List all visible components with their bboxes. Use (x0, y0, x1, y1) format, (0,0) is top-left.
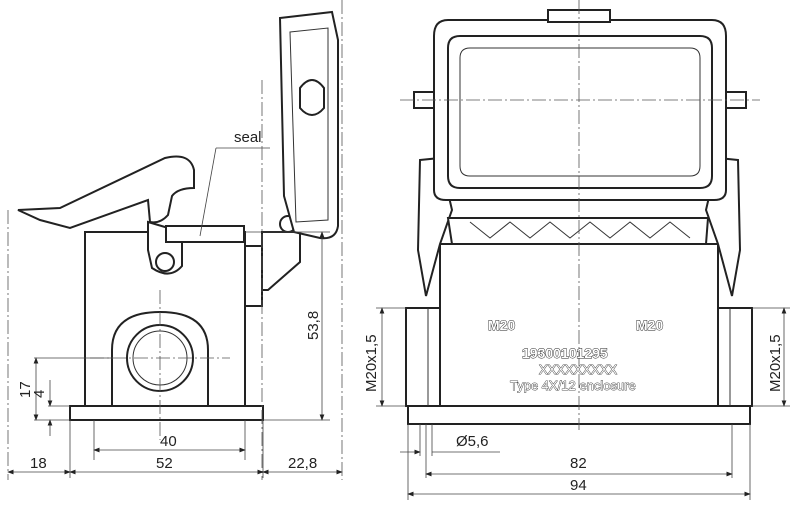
thread-dim-left: M20x1,5 (363, 334, 380, 392)
dim-offset-22-8: 22,8 (288, 455, 317, 472)
side-cover-latch (299, 79, 325, 116)
port-label-right: M20 (636, 317, 663, 333)
serial-mark: XXXXXXXXX (539, 362, 617, 377)
dim-width-82: 82 (570, 455, 587, 472)
side-view: seal 53,8 17 4 40 18 52 22,8 (7, 0, 343, 480)
part-number: 19300101295 (522, 345, 608, 361)
side-pivot-pin (155, 252, 175, 272)
seal-callout-label: seal (234, 129, 262, 146)
side-hinge-block (261, 231, 301, 291)
dim-width-52: 52 (156, 455, 173, 472)
side-cover-open (278, 10, 339, 240)
rating-mark: Type 4X/12 enclosure (510, 378, 636, 393)
front-view: M20 M20 19300101295 XXXXXXXXX Type 4X/12… (363, 0, 790, 500)
front-right-boss (717, 307, 753, 407)
port-label-left: M20 (488, 317, 515, 333)
thread-dim-right: M20x1,5 (767, 334, 784, 392)
side-base-foot (69, 405, 264, 421)
dim-height-total: 53,8 (305, 311, 322, 340)
side-locking-lever (17, 155, 195, 230)
dim-width-94: 94 (570, 477, 587, 494)
dim-height-4: 4 (31, 390, 48, 398)
dim-offset-18: 18 (30, 455, 47, 472)
dim-width-40: 40 (160, 433, 177, 450)
front-left-boss (405, 307, 441, 407)
dim-height-17: 17 (17, 381, 34, 398)
side-top-plate (165, 225, 245, 243)
hole-diameter: Ø5,6 (456, 433, 489, 450)
